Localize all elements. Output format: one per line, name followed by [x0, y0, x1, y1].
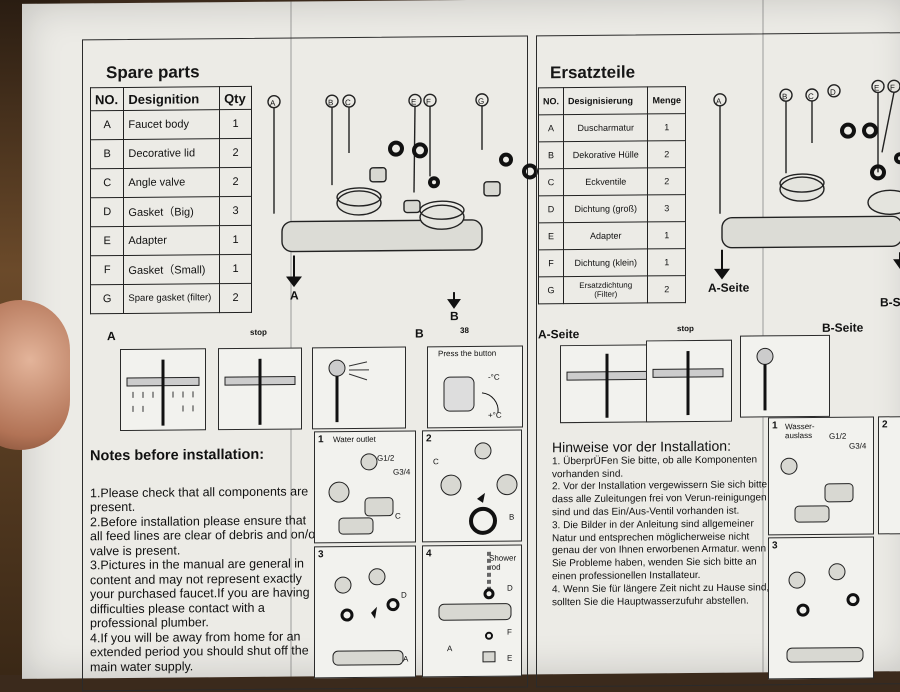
step-number: 2 [426, 433, 432, 444]
press-button-label: Press the button [438, 349, 496, 359]
overhead-shower-illustration [120, 348, 206, 431]
diagram-label-b: B [782, 92, 787, 101]
diagram-label-f: F [426, 97, 431, 106]
minus-temp-label: -°C [488, 373, 500, 382]
step-3-box-de: 3 [768, 536, 874, 679]
side-label-a: A [290, 288, 299, 302]
exploded-faucet-diagram-de: A B C D E F A-Seite B-Seite [682, 92, 900, 314]
step-number: 1 [318, 434, 324, 445]
note-item: 3. Die Bilder in der Anleitung sind allg… [552, 518, 776, 584]
exploded-faucet-diagram: A B C E F G A B [254, 91, 529, 323]
column-header: NO. [539, 88, 564, 115]
english-notes: Notes before installation: 1.Please chec… [90, 447, 322, 674]
note-item: 2.Before installation please ensure that… [90, 513, 322, 559]
overhead-shower-illustration-de [560, 344, 654, 423]
column-header: Qty [220, 86, 252, 109]
mode-label-a-seite: A-Seite [538, 327, 579, 341]
step-number: 1 [772, 420, 778, 431]
step-2-box-de: 2 [878, 416, 900, 535]
hand-shower-illustration-de [740, 335, 830, 418]
note-item: 4.If you will be away from home for an e… [90, 629, 322, 675]
stop-illustration [218, 347, 302, 430]
step-1-box-de: 1 Wasser-auslass G1/2 G3/4 [768, 416, 874, 535]
thermostat-illustration: Press the button -°C +°C [427, 346, 523, 429]
temperature-label: 38 [460, 326, 469, 335]
step-number: 4 [426, 548, 432, 559]
note-item: 4. Wenn Sie für längere Zeit nicht zu Ha… [552, 582, 776, 610]
note-item: 1. ÜberprÜFen Sie bitte, ob alle Kompone… [552, 454, 776, 482]
notes-title: Notes before installation: [90, 447, 322, 464]
plus-temp-label: +°C [488, 411, 502, 420]
step-number: 3 [772, 540, 778, 551]
b-seite-label: B-Seite [880, 295, 900, 309]
diagram-label-d: D [830, 88, 836, 97]
step-4-box: 4 Shower rod D F E A [422, 545, 522, 678]
g12-label: G1/2 [829, 432, 846, 441]
ersatzteile-title: Ersatzteile [550, 63, 635, 84]
table-header-row: NO. Designition Qty [91, 86, 252, 110]
side-label-b: B [450, 309, 459, 323]
diagram-label-c: C [345, 98, 351, 107]
mode-label-a: A [107, 329, 116, 343]
step-number: 3 [318, 549, 324, 560]
step-2-box: 2 C B [422, 430, 522, 543]
stop-label: stop [250, 328, 267, 337]
note-item: 3.Pictures in the manual are general in … [90, 556, 322, 631]
diagram-label-f: F [890, 83, 895, 92]
step-1-box: 1 Water outlet G1/2 G3/4 C [314, 430, 416, 543]
a-seite-label: A-Seite [708, 281, 750, 295]
diagram-label-a: A [270, 99, 276, 108]
column-header: Designition [124, 87, 220, 111]
stop-illustration-de [646, 340, 732, 423]
column-header: NO. [91, 87, 124, 110]
diagram-label-g: G [478, 97, 484, 106]
stop-label: stop [677, 324, 694, 333]
mode-label-b: B [415, 326, 424, 340]
table-header-row: NO. Designisierung Menge [539, 87, 686, 115]
diagram-label-b: B [328, 98, 333, 107]
hand-shower-illustration [312, 347, 406, 430]
notes-title: Hinweise vor der Installation: [552, 439, 776, 454]
water-outlet-label: Water outlet [333, 435, 376, 444]
mode-label-b-seite: B-Seite [822, 321, 863, 335]
diagram-label-e: E [874, 83, 879, 92]
spare-parts-title: Spare parts [106, 62, 200, 83]
german-notes: Hinweise vor der Installation: 1. Überpr… [552, 439, 776, 609]
part-c-label: C [433, 457, 439, 466]
finger [0, 300, 70, 450]
note-item: 2. Vor der Installation vergewissern Sie… [552, 480, 776, 520]
step-number: 2 [882, 419, 888, 430]
wasser-auslass-label: Wasser-auslass [785, 422, 825, 440]
diagram-label-c: C [808, 92, 814, 101]
diagram-label-e: E [411, 97, 416, 106]
note-item: 1.Please check that all components are p… [90, 484, 322, 515]
step-3-box: 3 D A [314, 545, 416, 678]
column-header: Designisierung [564, 87, 648, 115]
column-header: Menge [648, 87, 686, 114]
diagram-label-a: A [716, 97, 722, 106]
